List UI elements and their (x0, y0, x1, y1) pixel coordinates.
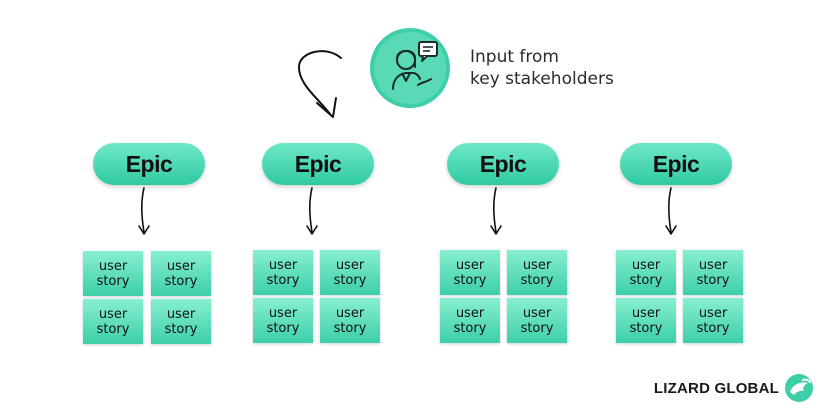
story-line1: user (455, 305, 485, 321)
story-line1: user (166, 306, 196, 322)
epic-to-stories-arrow (667, 187, 672, 233)
stakeholder-icon (369, 27, 451, 109)
story-line2: story (266, 272, 300, 288)
epic-to-stories-arrow (140, 187, 145, 233)
story-line2: story (164, 273, 198, 289)
story-line2: story (96, 321, 130, 337)
epic-label: Epic (652, 150, 700, 177)
epic-pill: Epic (262, 143, 374, 185)
story-line1: user (268, 257, 298, 273)
story-line2: story (520, 272, 554, 288)
epic-pill: Epic (447, 143, 559, 185)
epic-to-stories-arrow (308, 187, 313, 233)
story-line2: story (453, 320, 487, 336)
epic-pill: Epic (93, 143, 205, 185)
story-line1: user (698, 305, 728, 321)
arrowhead (490, 225, 502, 235)
story-line1: user (98, 258, 128, 274)
story-line2: story (453, 272, 487, 288)
story-line2: story (696, 320, 730, 336)
arrowhead (306, 225, 318, 235)
stakeholder-label: Input from key stakeholders (470, 46, 614, 90)
story-line2: story (696, 272, 730, 288)
story-line1: user (335, 305, 365, 321)
story-line2: story (333, 272, 367, 288)
epic-label: Epic (479, 150, 527, 177)
lizard-logo-icon (784, 373, 814, 403)
story-line1: user (98, 306, 128, 322)
epic-to-stories-arrow (492, 187, 497, 233)
epic-label: Epic (125, 150, 173, 177)
story-line2: story (629, 320, 663, 336)
story-line1: user (455, 257, 485, 273)
arrowhead (138, 225, 150, 235)
brand: LIZARD GLOBAL (654, 373, 814, 403)
epic-pill: Epic (620, 143, 732, 185)
story-line1: user (522, 305, 552, 321)
story-line1: user (631, 257, 661, 273)
story-line1: user (522, 257, 552, 273)
story-line1: user (268, 305, 298, 321)
story-line2: story (629, 272, 663, 288)
stakeholder-curved-arrow (297, 50, 342, 115)
story-line1: user (335, 257, 365, 273)
arrowhead (665, 225, 677, 235)
story-line1: user (166, 258, 196, 274)
story-line2: story (520, 320, 554, 336)
stakeholder-label-line2: key stakeholders (470, 69, 614, 89)
story-line2: story (164, 321, 198, 337)
epic-label: Epic (294, 150, 342, 177)
story-line2: story (266, 320, 300, 336)
stakeholder-label-line1: Input from (470, 47, 559, 67)
story-line2: story (96, 273, 130, 289)
stakeholder-arrowhead (316, 97, 337, 118)
brand-name: LIZARD GLOBAL (653, 379, 779, 397)
story-line1: user (698, 257, 728, 273)
story-line2: story (333, 320, 367, 336)
story-line1: user (631, 305, 661, 321)
